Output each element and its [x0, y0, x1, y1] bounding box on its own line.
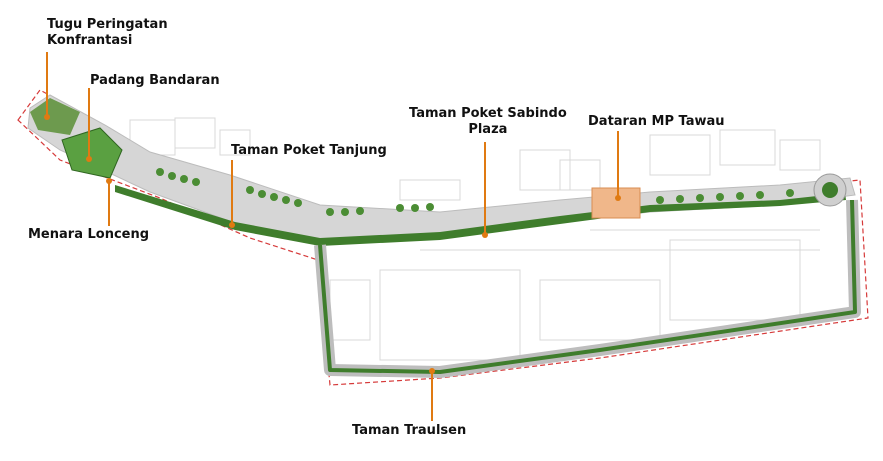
- marker-traulsen: [429, 368, 435, 374]
- tugu-garden: [30, 98, 80, 135]
- green-corridor: [115, 185, 846, 246]
- leader-dataran: [617, 131, 619, 197]
- leader-tanjung: [231, 160, 233, 226]
- leader-tugu: [46, 52, 48, 116]
- tree-rows: [156, 168, 794, 216]
- label-sabindo-line2: Plaza: [468, 122, 508, 137]
- label-taman-poket-sabindo: Taman Poket Sabindo Plaza: [409, 106, 567, 138]
- padang-bandaran-field: [61, 127, 123, 179]
- leader-padang: [88, 88, 90, 158]
- marker-padang: [86, 156, 92, 162]
- label-sabindo-line1: Taman Poket Sabindo: [409, 106, 567, 121]
- label-menara-lonceng: Menara Lonceng: [28, 227, 150, 242]
- label-tugu-line2: Konfrantasi: [47, 33, 133, 48]
- roundabout-center: [822, 182, 838, 198]
- label-taman-poket-tanjung: Taman Poket Tanjung: [231, 143, 387, 158]
- leader-traulsen: [431, 371, 433, 421]
- label-padang-bandaran: Padang Bandaran: [90, 73, 220, 88]
- dataran-plaza: [591, 187, 641, 219]
- marker-sabindo: [482, 232, 488, 238]
- marker-dataran: [615, 195, 621, 201]
- road-corridor: [27, 94, 856, 241]
- loop-greenery: [318, 199, 857, 374]
- leader-menara: [108, 182, 110, 226]
- leader-sabindo: [484, 142, 486, 234]
- marker-tanjung: [229, 222, 235, 228]
- label-taman-traulsen: Taman Traulsen: [352, 423, 467, 438]
- label-dataran-mp-tawau: Dataran MP Tawau: [588, 114, 725, 129]
- marker-menara: [106, 178, 112, 184]
- label-tugu-peringatan: Tugu Peringatan Konfrantasi: [47, 17, 168, 49]
- background-buildings: [129, 117, 821, 361]
- marker-tugu: [44, 114, 50, 120]
- label-tugu-line1: Tugu Peringatan: [47, 17, 168, 32]
